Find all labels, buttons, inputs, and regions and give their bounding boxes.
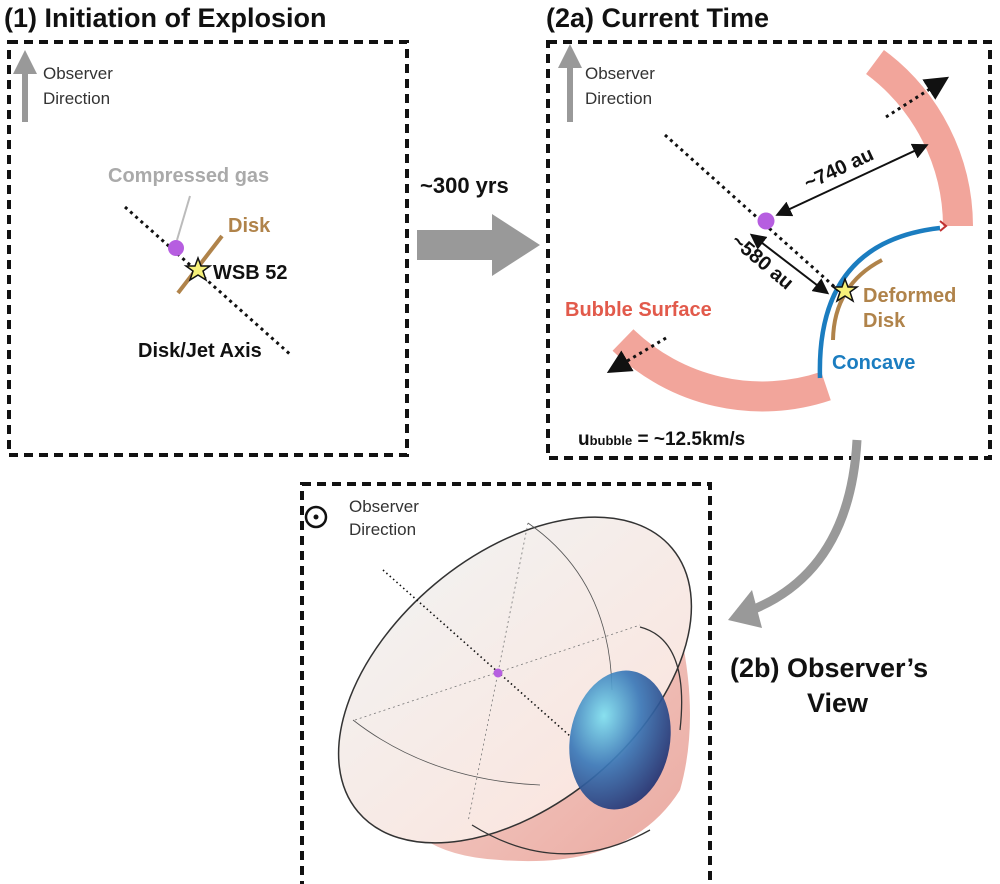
concave-cavity [569, 670, 671, 810]
meridian-line [352, 719, 541, 786]
meridian-line [471, 824, 651, 855]
velocity-subscript: bubble [590, 433, 633, 448]
observer-label: Direction [585, 89, 652, 108]
observer-label: Observer [43, 64, 113, 83]
observer-label: Direction [43, 89, 110, 108]
expansion-arrow-icon [885, 76, 950, 119]
view-arrow [750, 439, 862, 615]
star-icon [183, 255, 213, 282]
bubble-surface-label: Bubble Surface [565, 299, 712, 321]
time-arrow-icon [417, 214, 540, 276]
velocity-value: = ~12.5km/s [632, 429, 745, 450]
observer-dot [313, 514, 319, 520]
panel-observer-view: (2b) Observer’s View Observer Direction [300, 482, 928, 884]
bubble-surface-top [865, 49, 973, 227]
compressed-gas-dot [493, 668, 503, 678]
deformed-disk-label: Deformed [863, 285, 956, 307]
panel-current-time: (2a) Current Time Observer Direction ~74… [546, 3, 992, 460]
meridian-line [527, 522, 613, 691]
meridian-line [639, 626, 683, 731]
panel2b-title: (2b) Observer’s [730, 653, 928, 683]
bubble-surface-bottom [612, 329, 831, 412]
time-label: ~300 yrs [420, 173, 509, 198]
compressed-gas-dot [168, 240, 184, 256]
observer-out-of-page-icon [304, 505, 328, 529]
deformed-disk-label: Disk [863, 310, 906, 332]
jet-axis-line [382, 569, 571, 737]
observer-label: Direction [349, 520, 416, 539]
axis-label: Disk/Jet Axis [138, 340, 262, 362]
concave-label: Concave [832, 352, 915, 374]
compressed-gas-dot [757, 212, 775, 230]
gas-leader-line [176, 195, 191, 241]
observer-label: Observer [585, 64, 655, 83]
compressed-gas-label: Compressed gas [108, 165, 269, 187]
star-icon [830, 276, 860, 303]
velocity-symbol: u [578, 429, 590, 450]
panel2a-title: (2a) Current Time [546, 3, 769, 33]
time-transition: ~300 yrs [417, 173, 540, 276]
jet-axis-line [124, 205, 293, 358]
velocity-label: ububble = ~12.5km/s [578, 429, 745, 450]
distance-740-arrow [775, 143, 929, 217]
panel1-title: (1) Initiation of Explosion [4, 3, 326, 33]
panel1-frame [7, 40, 409, 457]
concave-surface [817, 225, 941, 379]
distance-580-arrow [749, 233, 830, 295]
edge-marker [939, 220, 948, 232]
star-label: WSB 52 [213, 262, 287, 284]
view-arrow-head-icon [728, 590, 762, 628]
panel2b-title: View [807, 688, 869, 718]
disk-label: Disk [228, 215, 271, 237]
grid-line [467, 522, 529, 823]
panel2b-frame [300, 482, 712, 884]
panel2a-frame [546, 40, 992, 460]
observer-label: Observer [349, 497, 419, 516]
panel-initiation: (1) Initiation of Explosion Observer Dir… [4, 3, 409, 457]
